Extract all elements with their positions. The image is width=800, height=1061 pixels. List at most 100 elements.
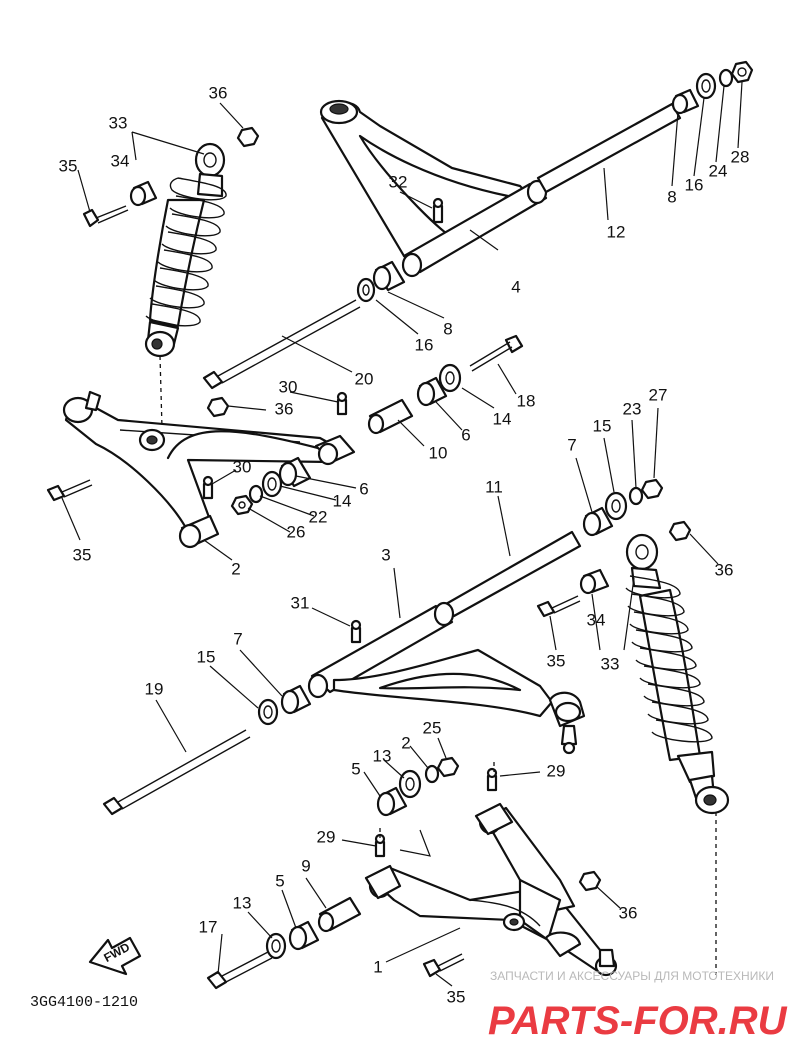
bolt-19 bbox=[102, 729, 251, 816]
bolt-35-right-lower bbox=[422, 953, 465, 978]
callout-28: 28 bbox=[731, 147, 750, 166]
callout-10: 10 bbox=[429, 443, 448, 462]
washer-21 bbox=[424, 764, 440, 784]
callout-13: 13 bbox=[233, 893, 252, 912]
callout-35: 35 bbox=[73, 545, 92, 564]
callout-30: 30 bbox=[233, 457, 252, 476]
grease-nipple-31 bbox=[350, 619, 362, 644]
leader-lines bbox=[61, 81, 743, 987]
upper-arm-right bbox=[319, 99, 548, 278]
bush-13-lower bbox=[265, 932, 287, 960]
bush-13-upper bbox=[398, 769, 422, 799]
collar-9 bbox=[317, 896, 362, 933]
bolt-20 bbox=[202, 299, 361, 390]
callout-27: 27 bbox=[649, 385, 668, 404]
callout-29: 29 bbox=[547, 761, 566, 780]
callout-29: 29 bbox=[317, 827, 336, 846]
shock-absorber-right bbox=[625, 533, 730, 815]
callout-24: 24 bbox=[709, 161, 728, 180]
collar-6-center bbox=[416, 376, 448, 407]
bush-15-right bbox=[604, 491, 628, 521]
callout-15: 15 bbox=[593, 416, 612, 435]
collar-10 bbox=[367, 398, 414, 435]
callout-5: 5 bbox=[351, 759, 360, 778]
grease-nipple-30-lower bbox=[202, 475, 214, 500]
part-code: 3GG4100-1210 bbox=[30, 994, 138, 1011]
callout-16: 16 bbox=[685, 175, 704, 194]
callout-26: 26 bbox=[287, 522, 306, 541]
bolt-35-left-upper bbox=[82, 205, 129, 228]
shaft-11 bbox=[444, 530, 582, 618]
lower-arm-left bbox=[62, 390, 356, 549]
callout-1: 1 bbox=[373, 957, 382, 976]
washer-22 bbox=[248, 484, 264, 504]
collar-8-top bbox=[671, 88, 700, 115]
collar-8-mid bbox=[372, 260, 406, 292]
callout-33: 33 bbox=[601, 654, 620, 673]
upper-arm-left bbox=[307, 601, 586, 755]
callout-19: 19 bbox=[145, 679, 164, 698]
callout-2: 2 bbox=[401, 733, 410, 752]
callout-30: 30 bbox=[279, 377, 298, 396]
callout-6: 6 bbox=[461, 425, 470, 444]
callout-12: 12 bbox=[607, 222, 626, 241]
watermark-tagline: ЗАПЧАСТИ И АКСЕССУАРЫ ДЛЯ МОТОТЕХНИКИ bbox=[490, 969, 774, 983]
bush-34-left bbox=[129, 180, 158, 207]
callout-13: 13 bbox=[373, 746, 392, 765]
grease-nipple-30-upper bbox=[336, 391, 348, 416]
callout-6: 6 bbox=[359, 479, 368, 498]
callout-8: 8 bbox=[443, 319, 452, 338]
callout-8: 8 bbox=[667, 187, 676, 206]
callout-7: 7 bbox=[233, 629, 242, 648]
watermark-logo: PARTS-FOR.RU bbox=[488, 999, 788, 1043]
callout-labels: 36 33 34 35 32 4 12 8 16 24 28 8 16 20 1… bbox=[59, 83, 750, 1006]
bush-34-right bbox=[579, 568, 610, 595]
bolt-18 bbox=[469, 334, 524, 372]
callout-18: 18 bbox=[517, 391, 536, 410]
watermark: ЗАПЧАСТИ И АКСЕССУАРЫ ДЛЯ МОТОТЕХНИКИ PA… bbox=[488, 969, 788, 1043]
bolt-35-left-lower bbox=[46, 479, 93, 502]
lower-arm-right bbox=[364, 802, 618, 977]
collar-7-left bbox=[280, 684, 312, 715]
callout-3: 3 bbox=[381, 545, 390, 564]
callout-36: 36 bbox=[209, 83, 228, 102]
callout-22: 22 bbox=[309, 507, 328, 526]
callout-36: 36 bbox=[275, 399, 294, 418]
callout-11: 11 bbox=[485, 477, 503, 496]
fwd-arrow-icon: FWD bbox=[88, 936, 142, 976]
bush-15-left bbox=[257, 698, 279, 726]
nut-36-left-upper bbox=[236, 126, 260, 148]
callout-9: 9 bbox=[301, 856, 310, 875]
callout-36: 36 bbox=[619, 903, 638, 922]
nut-25 bbox=[436, 756, 460, 778]
callout-35: 35 bbox=[59, 156, 78, 175]
grease-nipple-29-upper bbox=[486, 767, 498, 792]
bolt-17 bbox=[206, 951, 273, 990]
nut-27 bbox=[640, 478, 664, 500]
callout-2: 2 bbox=[231, 559, 240, 578]
callout-32: 32 bbox=[389, 172, 408, 191]
nut-28 bbox=[730, 60, 754, 84]
callout-34: 34 bbox=[111, 151, 130, 170]
callout-7: 7 bbox=[567, 435, 576, 454]
callout-5: 5 bbox=[275, 871, 284, 890]
callout-20: 20 bbox=[355, 369, 374, 388]
alignment-lines bbox=[159, 355, 717, 975]
bush-14-center bbox=[438, 363, 462, 393]
callout-35: 35 bbox=[447, 987, 466, 1006]
bush-14-left bbox=[261, 470, 283, 498]
shock-absorber-left bbox=[144, 142, 227, 358]
nut-36-right-upper bbox=[668, 520, 692, 542]
callout-35: 35 bbox=[547, 651, 566, 670]
bush-16-mid bbox=[356, 277, 376, 303]
washer-23 bbox=[628, 486, 644, 506]
callout-14: 14 bbox=[493, 409, 512, 428]
callout-25: 25 bbox=[423, 718, 442, 737]
callout-23: 23 bbox=[623, 399, 642, 418]
callout-33: 33 bbox=[109, 113, 128, 132]
callout-4: 4 bbox=[511, 277, 520, 296]
shaft-12 bbox=[536, 102, 682, 194]
collar-5-lower bbox=[288, 920, 320, 951]
